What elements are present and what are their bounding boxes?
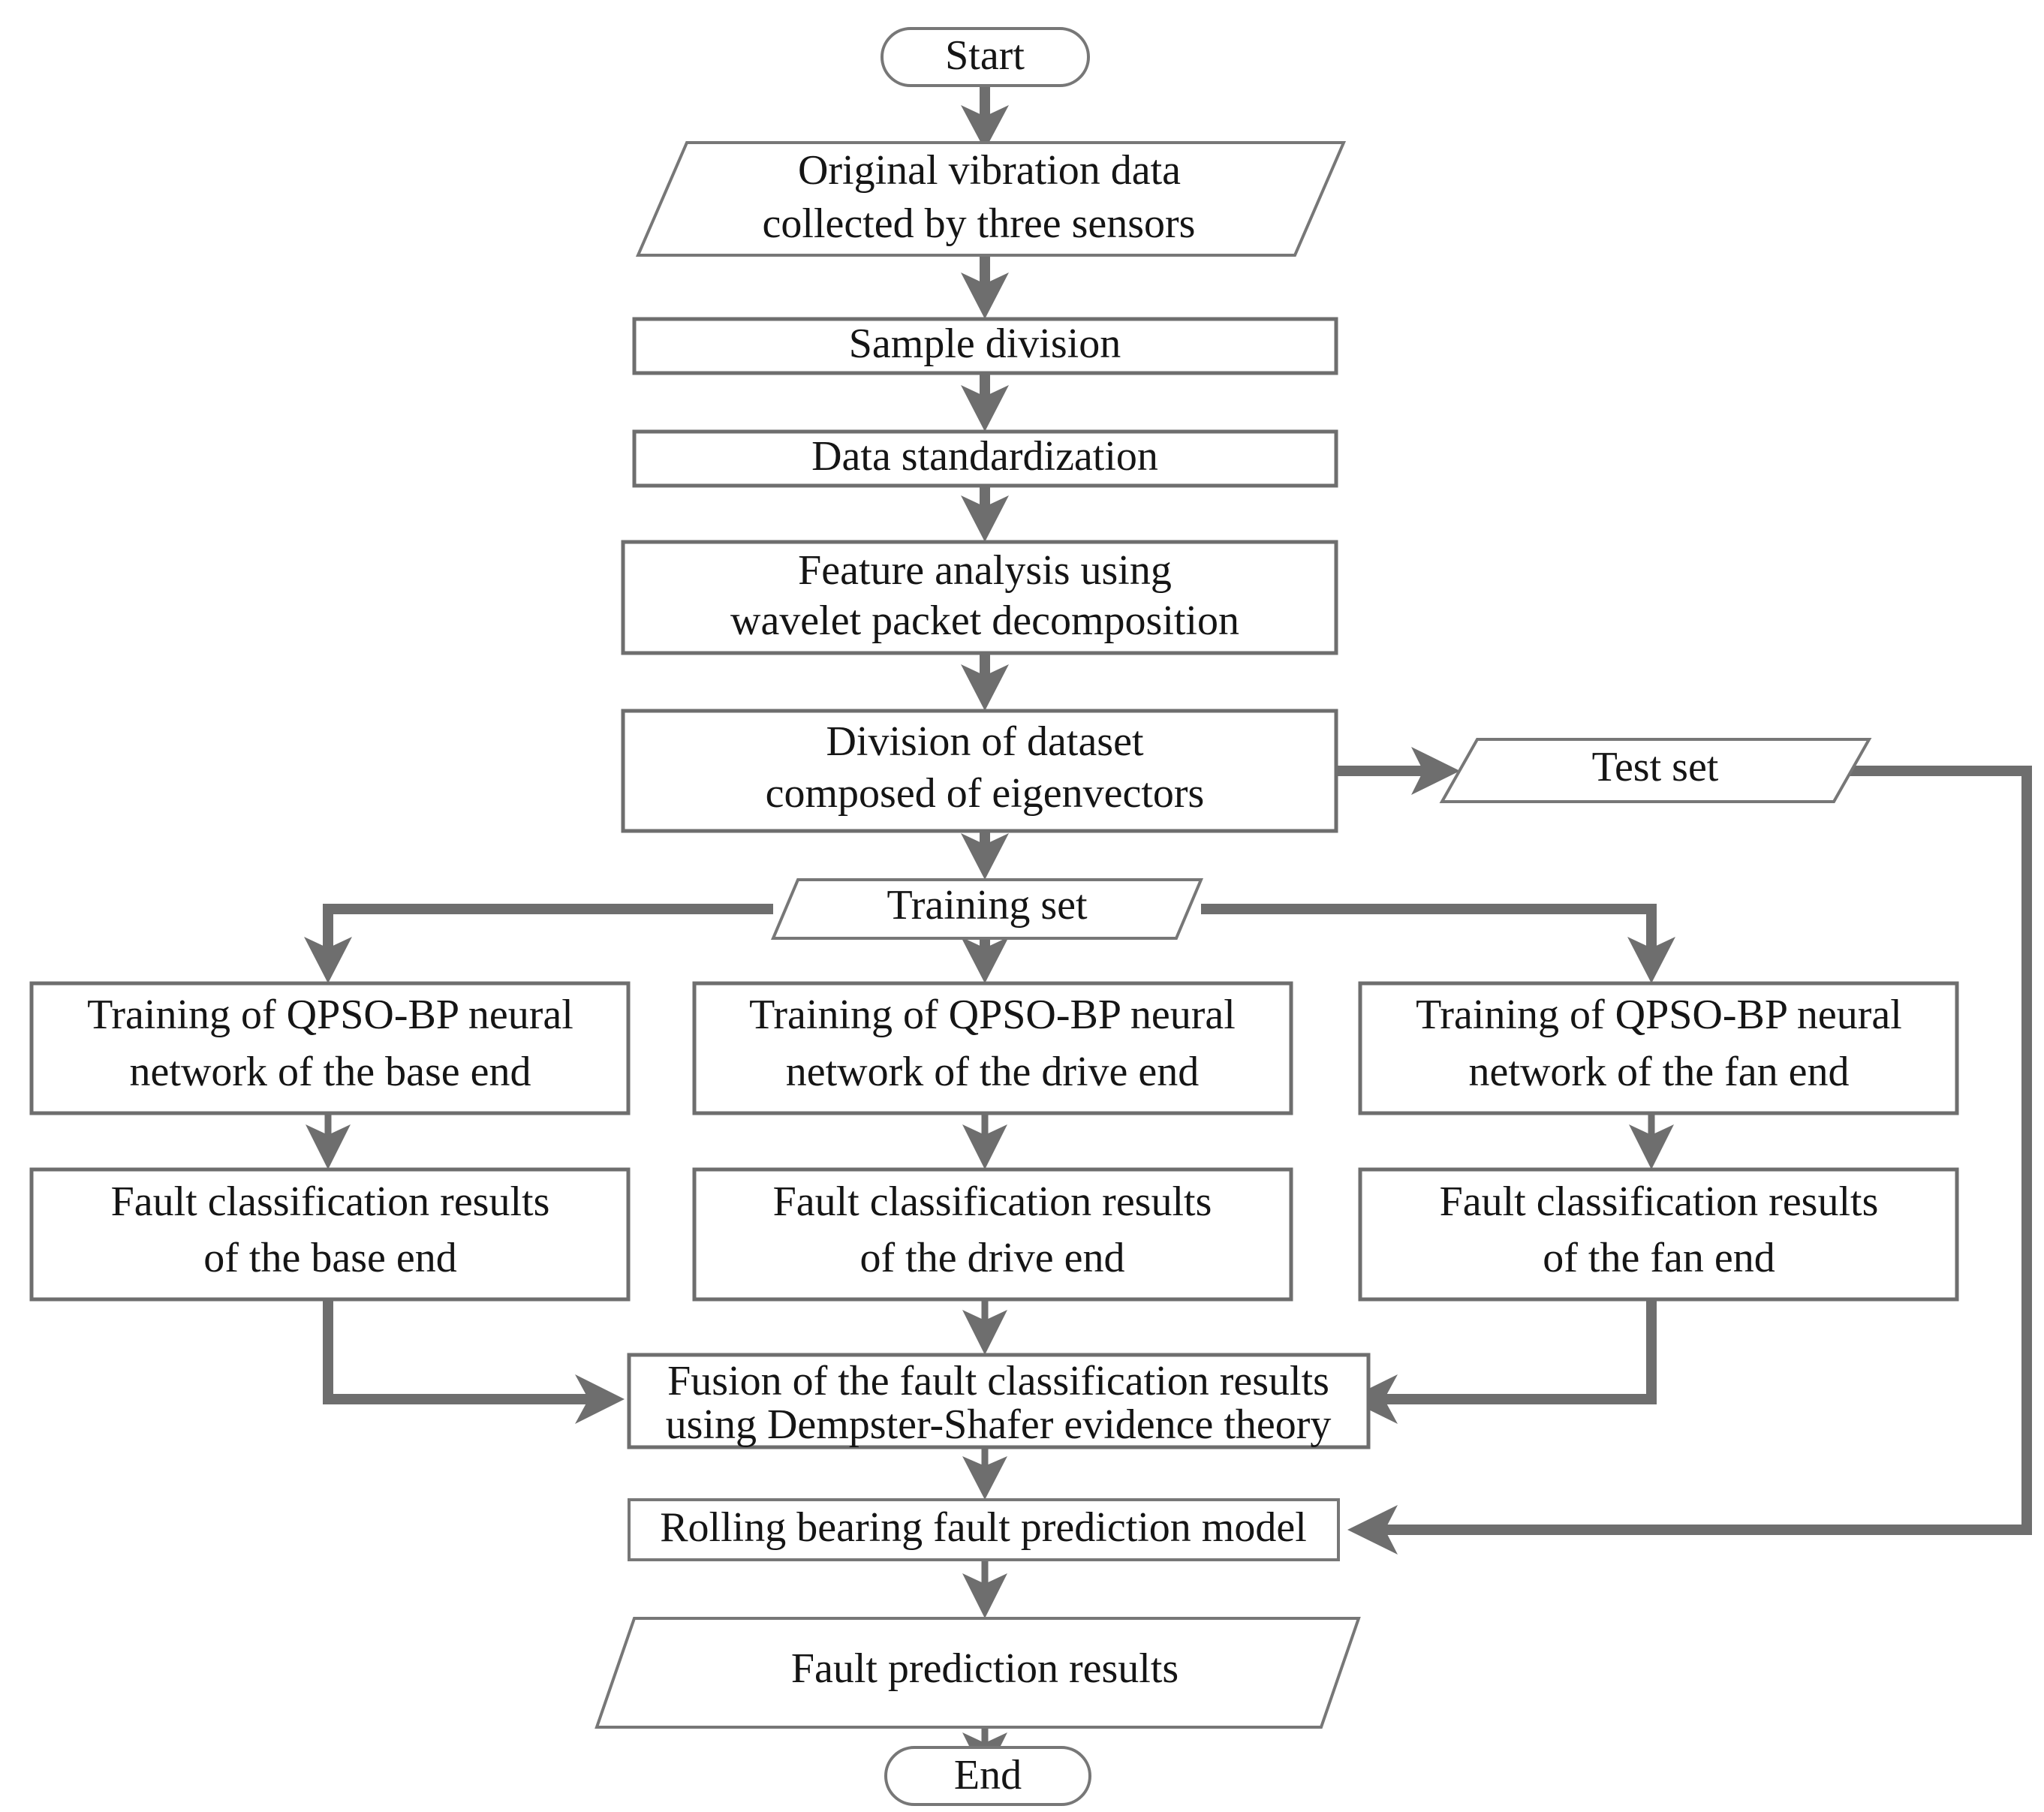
node-train-fan-line1: Training of QPSO-BP neural	[1416, 992, 1902, 1038]
node-test-set[interactable]: Test set	[1439, 738, 1872, 803]
node-start[interactable]: Start	[881, 27, 1090, 87]
connector-trainingset-to-drive-column	[961, 937, 1009, 983]
node-fusion-line2: using Dempster-Shafer evidence theory	[666, 1401, 1332, 1448]
node-data-standardization-label: Data standardization	[811, 433, 1158, 480]
connector-trainingset-to-fan-column	[1201, 904, 1675, 983]
connector-result-base-to-fusion	[323, 1299, 625, 1424]
node-result-base-line1: Fault classification results	[111, 1178, 550, 1225]
connector-train-base-to-result-base	[306, 1113, 351, 1169]
node-prediction-model[interactable]: Rolling bearing fault prediction model	[628, 1498, 1340, 1561]
node-result-base-end[interactable]: Fault classification results of the base…	[29, 1167, 631, 1302]
connector-train-fan-to-result-fan	[1629, 1113, 1674, 1169]
connector-train-drive-to-result-drive	[962, 1113, 1007, 1169]
node-result-fan-line1: Fault classification results	[1440, 1178, 1879, 1225]
node-result-fan-end[interactable]: Fault classification results of the fan …	[1358, 1167, 1959, 1302]
connector-start-to-original	[961, 85, 1009, 150]
node-train-drive-end[interactable]: Training of QPSO-BP neural network of th…	[692, 981, 1293, 1115]
connector-standardization-to-feature	[961, 484, 1009, 542]
node-feature-analysis-line1: Feature analysis using	[798, 547, 1172, 594]
connector-result-drive-to-fusion	[962, 1299, 1007, 1355]
node-division-line2: composed of eigenvectors	[766, 770, 1205, 817]
connector-result-fan-to-fusion	[1347, 1299, 1657, 1424]
connector-division-to-testset	[1336, 747, 1460, 795]
connector-trainingset-to-base-column	[304, 904, 773, 983]
node-data-standardization[interactable]: Data standardization	[632, 429, 1338, 488]
node-feature-analysis[interactable]: Feature analysis using wavelet packet de…	[621, 540, 1338, 655]
node-fusion-line1: Fusion of the fault classification resul…	[667, 1358, 1329, 1404]
node-training-set[interactable]: Training set	[770, 878, 1204, 940]
node-training-set-label: Training set	[887, 882, 1088, 929]
node-train-fan-line2: network of the fan end	[1469, 1049, 1850, 1095]
node-test-set-label: Test set	[1592, 744, 1719, 790]
node-train-drive-line1: Training of QPSO-BP neural	[749, 992, 1236, 1038]
node-result-drive-line2: of the drive end	[860, 1235, 1125, 1281]
connector-fusion-to-prediction-model	[962, 1447, 1007, 1500]
node-prediction-model-label: Rolling bearing fault prediction model	[660, 1504, 1307, 1551]
node-original-data-line1: Original vibration data	[798, 147, 1181, 194]
node-start-label: Start	[945, 32, 1025, 79]
node-sample-division[interactable]: Sample division	[632, 317, 1338, 375]
node-division-of-dataset[interactable]: Division of dataset composed of eigenvec…	[621, 709, 1338, 833]
node-result-fan-line2: of the fan end	[1543, 1235, 1775, 1281]
node-sample-division-label: Sample division	[849, 321, 1121, 367]
node-result-drive-line1: Fault classification results	[773, 1178, 1212, 1225]
node-end-label: End	[954, 1752, 1022, 1798]
node-prediction-results-label: Fault prediction results	[791, 1645, 1179, 1692]
node-original-vibration-data[interactable]: Original vibration data collected by thr…	[635, 141, 1347, 257]
node-result-drive-end[interactable]: Fault classification results of the driv…	[692, 1167, 1293, 1302]
connector-sample-to-standardization	[961, 373, 1009, 432]
node-prediction-results[interactable]: Fault prediction results	[595, 1617, 1361, 1729]
node-train-drive-line2: network of the drive end	[786, 1049, 1199, 1095]
node-train-base-line2: network of the base end	[130, 1049, 531, 1095]
node-fusion-dempster-shafer[interactable]: Fusion of the fault classification resul…	[627, 1353, 1371, 1449]
connector-testset-to-prediction-model	[1347, 766, 2032, 1555]
node-end[interactable]: End	[884, 1746, 1091, 1806]
node-division-line1: Division of dataset	[826, 718, 1143, 765]
node-result-base-line2: of the base end	[203, 1235, 456, 1281]
node-train-fan-end[interactable]: Training of QPSO-BP neural network of th…	[1358, 981, 1959, 1115]
node-feature-analysis-line2: wavelet packet decomposition	[730, 597, 1239, 644]
node-original-data-line2: collected by three sensors	[763, 200, 1196, 247]
connector-original-to-sample	[961, 255, 1009, 319]
connector-prediction-model-to-results	[962, 1560, 1007, 1618]
connector-division-to-trainingset	[961, 829, 1009, 880]
node-train-base-end[interactable]: Training of QPSO-BP neural network of th…	[29, 981, 631, 1115]
node-train-base-line1: Training of QPSO-BP neural	[87, 992, 573, 1038]
connector-feature-to-division	[961, 652, 1009, 711]
